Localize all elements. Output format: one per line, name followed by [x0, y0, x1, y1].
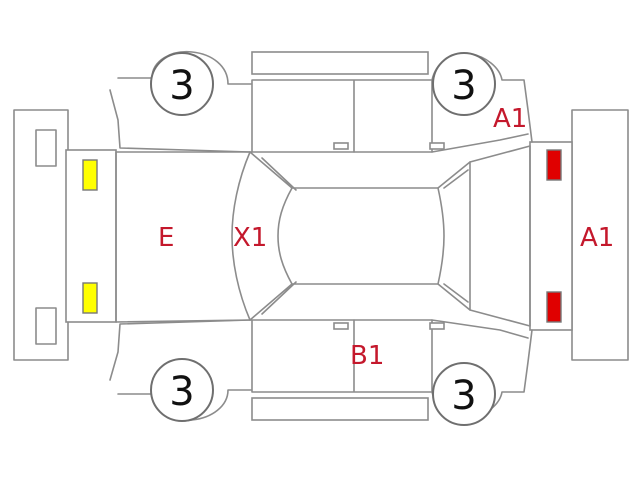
door-handle-bottom-front	[333, 322, 349, 330]
front-bumper	[13, 109, 69, 361]
wheel-rear-right: 3	[432, 362, 496, 426]
door-handle-bottom-rear	[429, 322, 445, 330]
wheel-rear-left: 3	[150, 358, 214, 422]
front-lamp-bottom	[82, 282, 98, 314]
code-bonnet: X1	[233, 223, 267, 253]
door-handle-top-front	[333, 142, 349, 150]
side-body-top	[109, 51, 533, 153]
code-rear-quarter-upper: A1	[493, 104, 527, 134]
wheel-rear-right-label: 3	[451, 373, 476, 419]
rear-window	[437, 161, 471, 311]
wheel-front-left-label: 3	[169, 63, 194, 109]
wheel-front-right: 3	[432, 52, 496, 116]
wheel-front-right-label: 3	[451, 63, 476, 109]
roof	[291, 187, 445, 285]
code-lower-side: B1	[350, 341, 384, 371]
roof-strip-top	[251, 51, 429, 75]
wheel-rear-left-label: 3	[169, 369, 194, 415]
trunk	[469, 145, 531, 327]
windshield	[249, 151, 297, 321]
door-handle-top-rear	[429, 142, 445, 150]
code-front-bumper: E	[158, 223, 174, 253]
rear-lamp-top	[546, 149, 562, 181]
side-body-bottom	[109, 319, 533, 422]
wheel-front-left: 3	[150, 52, 214, 116]
code-rear-bumper: A1	[580, 223, 614, 253]
hood	[115, 151, 251, 323]
rear-lamp-bottom	[546, 291, 562, 323]
front-lamp-top	[82, 159, 98, 191]
roof-strip-bottom	[251, 397, 429, 421]
